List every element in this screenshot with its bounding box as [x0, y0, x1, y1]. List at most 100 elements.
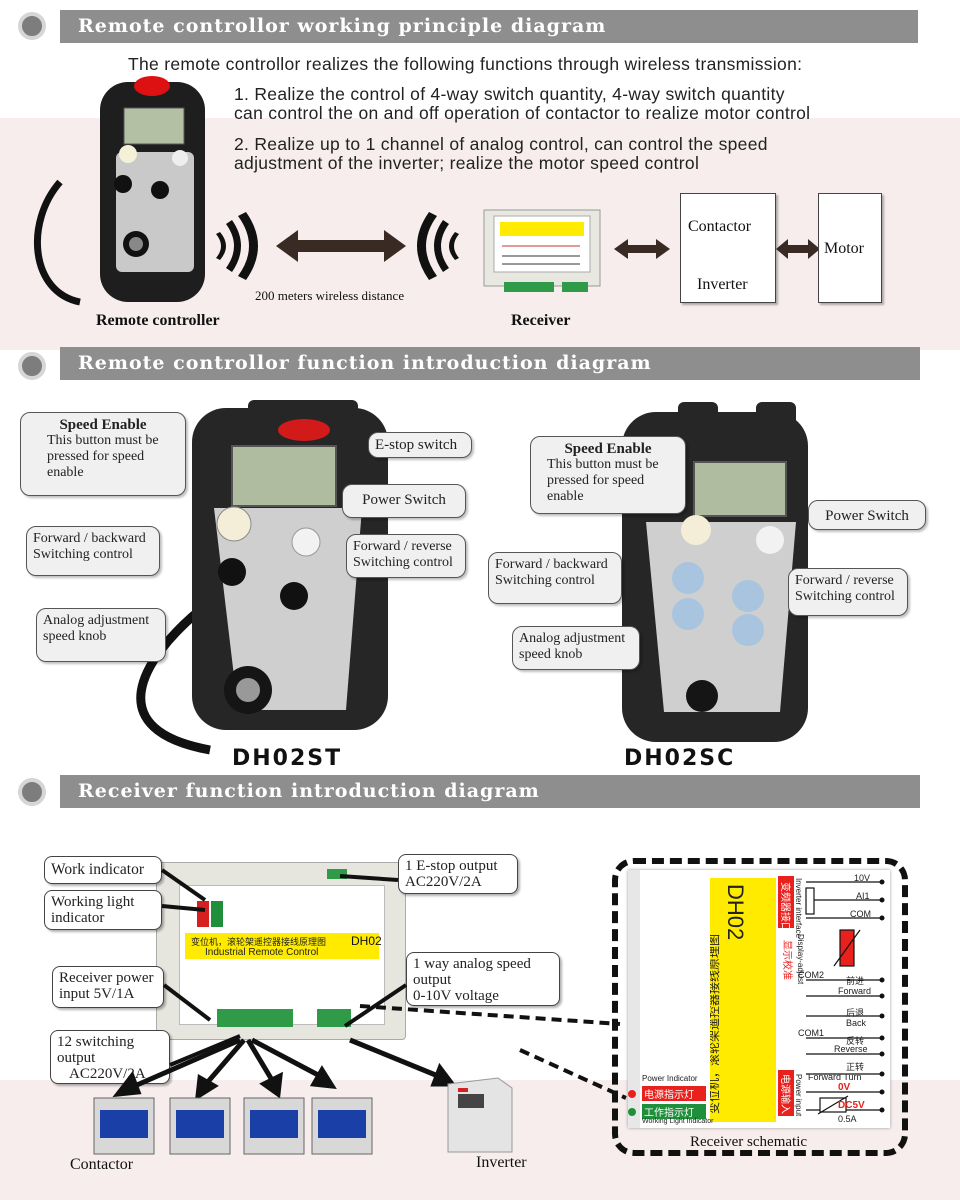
analog-knob-callout-left: Analog adjustment speed knob: [36, 608, 166, 662]
power-switch-callout-left: Power Switch: [342, 484, 466, 518]
schematic-vertical-titles: DH02 Industrial Remote Control 变位机，滚轮架遥控…: [710, 884, 748, 1114]
estop-terminal-block: [327, 869, 347, 879]
terminal-0v: 0V: [838, 1082, 851, 1093]
analog-knob-callout-right: Analog adjustment speed knob: [512, 626, 640, 670]
analog-output-line2: output: [413, 972, 452, 988]
speed-enable-title: Speed Enable: [564, 441, 652, 457]
point2-line2: adjustment of the inverter; realize the …: [234, 153, 700, 173]
board-title-en: Industrial Remote Control: [205, 947, 319, 958]
work-indicator-light: [628, 1108, 636, 1116]
back-en: Back: [846, 1018, 867, 1028]
analog-output-line1: 1 way analog speed: [413, 956, 531, 972]
power-indicator-en: Power Indicator: [642, 1074, 698, 1083]
estop-output-callout: 1 E-stop output AC220V/2A: [398, 854, 518, 894]
contactor-icon: [243, 1097, 305, 1155]
inverter-label: Inverter: [697, 276, 748, 293]
model-dh02st: DH02ST: [232, 746, 343, 771]
reverse-en: Reverse: [834, 1044, 868, 1054]
motor-box: Motor: [818, 193, 882, 303]
section-bullet-icon: [18, 12, 46, 40]
forward-backward-callout-right: Forward / backward Switching control: [488, 552, 622, 604]
forward-turn-en: Forward Turn: [808, 1072, 862, 1082]
contactors-image: [93, 1097, 373, 1155]
terminal-ai1: AI1: [856, 891, 870, 901]
dh02st-image: [136, 400, 388, 755]
inverter-caption: Inverter: [476, 1154, 527, 1171]
forward-reverse-callout-right: Forward / reverse Switching control: [788, 568, 908, 616]
forward-reverse-callout-left: Forward / reverse Switching control: [346, 534, 466, 578]
contactor-inverter-box: Contactor Inverter: [680, 193, 776, 303]
contactor-icon: [93, 1097, 155, 1155]
switching-output-line3: AC220V/2A: [69, 1066, 146, 1082]
remote-controller-image: [33, 76, 205, 306]
speed-enable-text: This button must be pressed for speed en…: [547, 457, 659, 504]
receiver-label: Receiver: [511, 312, 571, 329]
switching-terminal-block: [217, 1009, 293, 1027]
section-header-functions: Remote controllor function introduction …: [60, 347, 920, 380]
receiver-contactor-arrow-icon: [614, 239, 670, 259]
inverter-interface-label-box: [778, 876, 794, 928]
intro-text: The remote controllor realizes the follo…: [128, 54, 803, 74]
work-indicator-cn: 工作指示灯: [642, 1104, 706, 1119]
double-arrow-icon: [276, 230, 406, 262]
work-indicator-callout: Work indicator: [44, 856, 162, 884]
motor-label: Motor: [824, 240, 864, 257]
inverter-interface-en: Inverter interface: [794, 878, 803, 939]
working-light-callout: Working light indicator: [44, 890, 162, 930]
contactor-label: Contactor: [688, 218, 752, 235]
schematic-title-cn: 变位机，滚轮架遥控器接线原理图: [710, 934, 721, 1114]
back-cn: 后退: [846, 1008, 865, 1018]
receiver-image: [483, 209, 601, 292]
switching-output-line1: 12 switching: [57, 1034, 135, 1050]
point1-line2: can control the on and off operation of …: [234, 103, 811, 123]
terminal-com: COM: [850, 909, 871, 919]
point1-line1: 1. Realize the control of 4-way switch q…: [234, 84, 785, 104]
receiver-schematic-frame: [612, 858, 908, 1156]
terminal-current: 0.5A: [838, 1114, 857, 1124]
point2-line1: 2. Realize up to 1 channel of analog con…: [234, 134, 768, 154]
contactor-icon: [311, 1097, 373, 1155]
speed-enable-title: Speed Enable: [59, 417, 147, 433]
section-header-receiver: Receiver function introduction diagram: [60, 775, 920, 808]
analog-terminal-block: [317, 1009, 351, 1027]
speed-enable-callout-left: Speed Enable This button must be pressed…: [20, 412, 186, 496]
analog-output-line3: 0-10V voltage: [413, 988, 499, 1004]
inverter-motor-arrow-icon: [776, 239, 820, 259]
terminal-dc5v: DC5V: [838, 1100, 865, 1111]
working-light-indicator: [211, 901, 223, 927]
analog-output-callout: 1 way analog speed output 0-10V voltage: [406, 952, 560, 1006]
estop-output-line2: AC220V/2A: [405, 874, 482, 890]
section-bullet-icon: [18, 352, 46, 380]
forward-en: Forward: [838, 986, 872, 996]
forward-turn-cn: 正转: [846, 1062, 865, 1072]
board-title-cn: 变位机，滚轮架遥控器接线原理图: [191, 937, 327, 947]
work-indicator-en: Working Light Indicator: [642, 1118, 714, 1125]
power-indicator-cn: 电源指示灯: [642, 1086, 706, 1101]
working-light-line2: indicator: [51, 910, 105, 926]
power-input-line1: Receiver power: [59, 970, 154, 986]
inverter-interface-cn: 变频器接口: [779, 882, 792, 932]
signal-right-icon: [417, 212, 459, 280]
model-dh02sc: DH02SC: [624, 746, 736, 771]
power-indicator-light: [628, 1090, 636, 1098]
display-adjust-en: Display-adjust: [796, 934, 805, 985]
board-model: DH02: [351, 934, 382, 948]
work-indicator-light: [197, 901, 209, 927]
speed-enable-callout-right: Speed Enable This button must be pressed…: [530, 436, 686, 514]
terminal-10v: 10V: [854, 873, 871, 883]
power-input-en: Power input: [794, 1074, 803, 1117]
signal-left-icon: [216, 212, 258, 280]
forward-cn: 前进: [846, 976, 865, 986]
contactor-caption: Contactor: [70, 1156, 134, 1173]
output-arrows-icon: [112, 1037, 457, 1101]
schematic-yellow-panel: [710, 878, 776, 1122]
estop-callout: E-stop switch: [368, 432, 472, 458]
schematic-caption: Receiver schematic: [690, 1134, 808, 1150]
power-input-line2: input 5V/1A: [59, 986, 135, 1002]
power-input-cn: 电源输入: [779, 1074, 792, 1114]
receiver-power-callout: Receiver power input 5V/1A: [52, 966, 164, 1008]
power-switch-callout-right: Power Switch: [808, 500, 926, 530]
wireless-distance-label: 200 meters wireless distance: [255, 288, 405, 303]
receiver-schematic: DH02 Industrial Remote Control 变位机，滚轮架遥控…: [628, 870, 890, 1128]
reverse-cn: 反转: [846, 1036, 865, 1046]
